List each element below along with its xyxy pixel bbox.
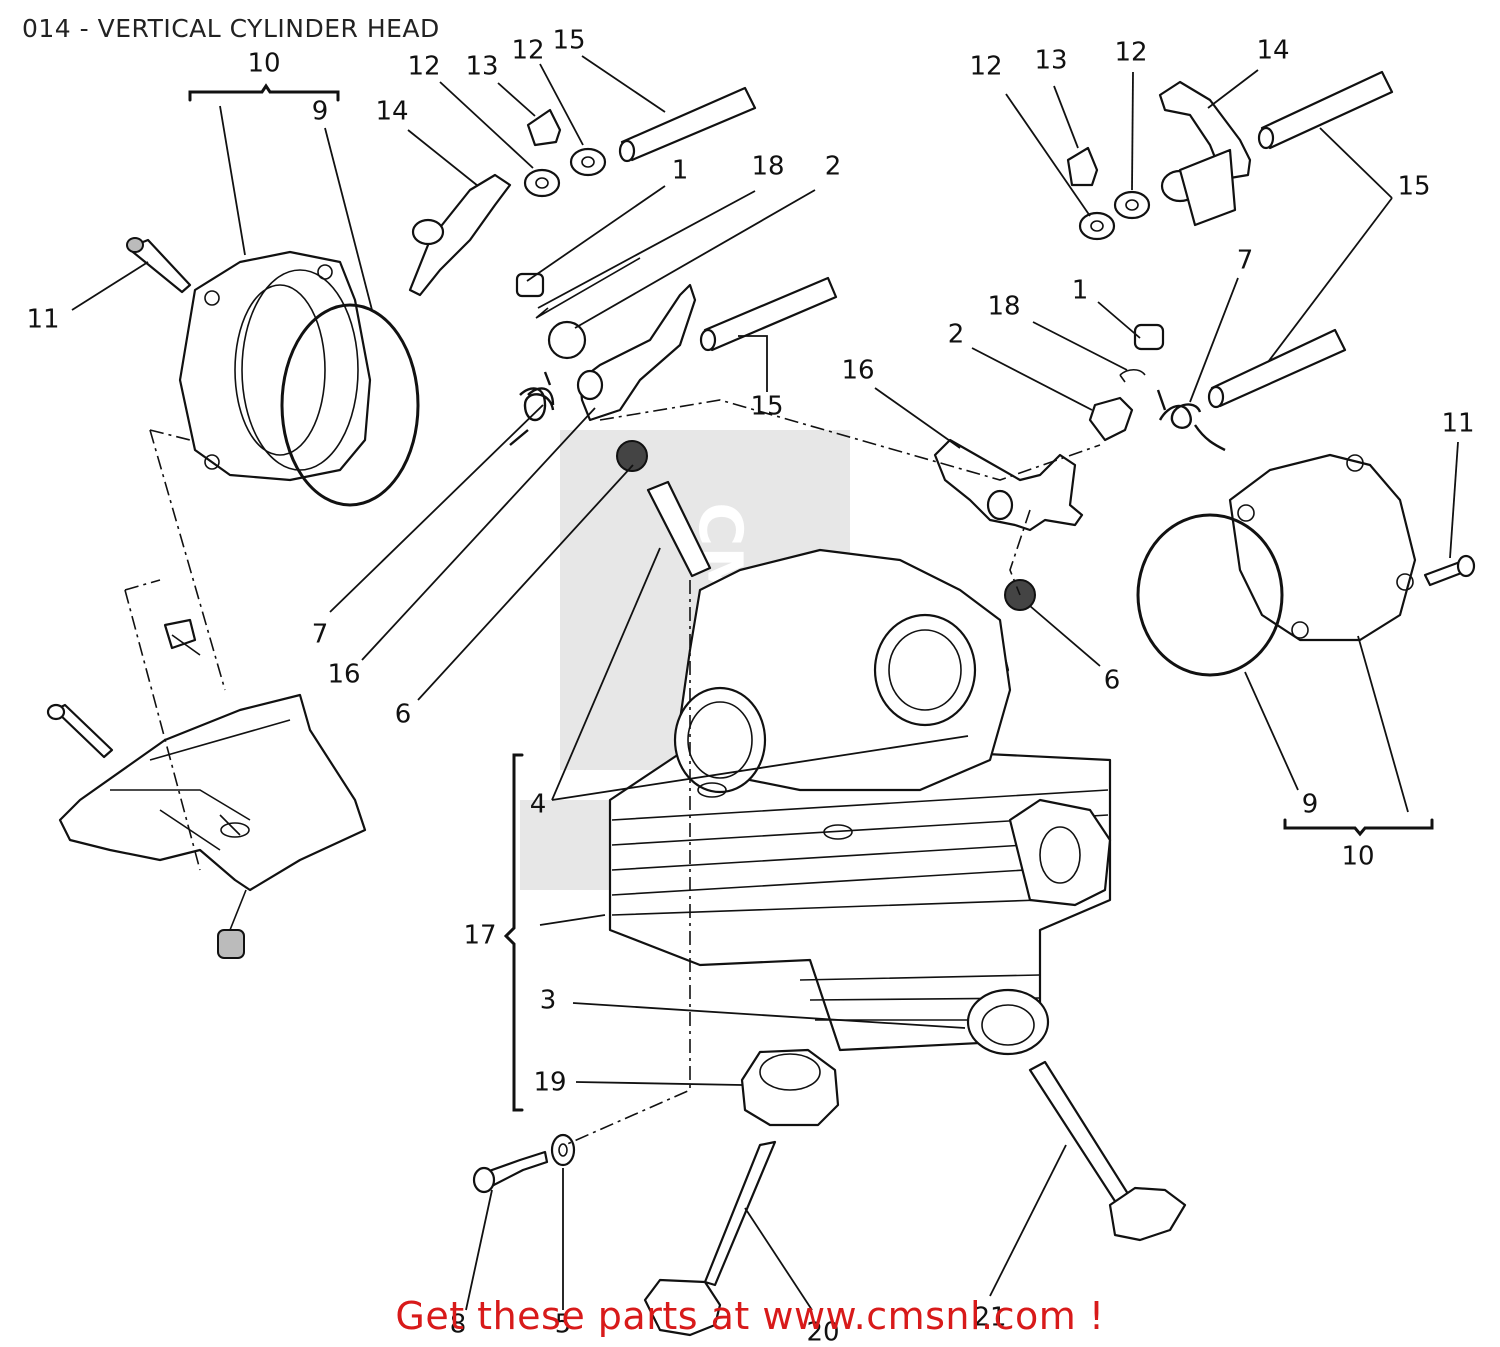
- callout-7-left: 7: [312, 620, 329, 650]
- return-spring-7-left[interactable]: [509, 371, 555, 446]
- half-ring-13-right[interactable]: [1066, 146, 1099, 187]
- rocker-shaft-15-right-top[interactable]: [1257, 70, 1394, 150]
- callout-6-right: 6: [1104, 666, 1121, 696]
- callout-15-left-top: 15: [552, 26, 585, 56]
- callout-1-left: 1: [672, 156, 689, 186]
- callout-10-right: 10: [1341, 842, 1374, 872]
- callout-18-left: 18: [751, 152, 784, 182]
- callout-14-right: 14: [1256, 36, 1289, 66]
- valve-20[interactable]: [643, 1140, 777, 1337]
- callout-5: 5: [555, 1310, 572, 1340]
- bolt-8[interactable]: [472, 1150, 549, 1194]
- callout-15-left-mid: 15: [750, 392, 783, 422]
- washer-5[interactable]: [550, 1133, 576, 1167]
- shim-12-right-a[interactable]: [1078, 211, 1116, 241]
- callout-labels: 10 9 11 14 12 13 12 15 1 18 2 15 7 16 6 …: [26, 26, 1474, 1347]
- valve-guide-left[interactable]: [646, 480, 712, 578]
- callout-19: 19: [533, 1068, 566, 1098]
- collar-2-right[interactable]: [1088, 396, 1134, 442]
- callout-21: 21: [973, 1303, 1006, 1333]
- rocker-shaft-15-left-mid[interactable]: [699, 276, 838, 352]
- assembly-lines: [124, 399, 1101, 1146]
- callout-9-left: 9: [312, 97, 329, 127]
- clip-18-left[interactable]: [535, 257, 641, 319]
- callout-16-left: 16: [327, 660, 360, 690]
- cover-10-right[interactable]: [1228, 453, 1417, 642]
- stud-left[interactable]: [163, 618, 201, 656]
- shim-12-left-b[interactable]: [569, 147, 607, 177]
- callout-12-left-b: 12: [511, 36, 544, 66]
- callout-16-right: 16: [841, 356, 874, 386]
- o-ring-right[interactable]: [1136, 513, 1284, 677]
- valve-seat-3[interactable]: [966, 988, 1050, 1056]
- rocker-arm-16-right[interactable]: [933, 438, 1084, 532]
- callout-4: 4: [530, 790, 547, 820]
- callout-12-left-a: 12: [407, 52, 440, 82]
- valve-seal-6-left[interactable]: [616, 440, 648, 472]
- rocker-shaft-15-left-top[interactable]: [618, 86, 757, 163]
- callout-13-left: 13: [465, 52, 498, 82]
- callout-7-right: 7: [1237, 246, 1254, 276]
- shim-12-right-b[interactable]: [1113, 190, 1151, 220]
- callout-18-right: 18: [987, 292, 1020, 322]
- rocker-arm-14-left[interactable]: [408, 173, 512, 297]
- callout-6-left: 6: [395, 700, 412, 730]
- callout-2-right: 2: [948, 320, 965, 350]
- heat-shield-bracket[interactable]: [58, 693, 367, 892]
- shim-12-left-a[interactable]: [523, 168, 561, 198]
- rubber-mount-left[interactable]: [217, 889, 247, 959]
- callout-2-left: 2: [825, 152, 842, 182]
- pin-1-right[interactable]: [1133, 323, 1165, 351]
- callout-14-left: 14: [375, 97, 408, 127]
- brace-10-left: [188, 83, 340, 102]
- callout-11-right: 11: [1441, 409, 1474, 439]
- callout-17: 17: [463, 921, 496, 951]
- page-title: 014 - VERTICAL CYLINDER HEAD: [22, 14, 440, 43]
- callout-20: 20: [806, 1318, 839, 1347]
- promo-banner-link[interactable]: Get these parts at www.cmsnl.com !: [395, 1294, 1105, 1338]
- half-ring-13-left[interactable]: [526, 108, 562, 147]
- leader-lines: [71, 55, 1459, 1311]
- rocker-shaft-15-right-mid[interactable]: [1207, 328, 1347, 409]
- valve-21[interactable]: [1028, 1060, 1187, 1242]
- callout-15-right: 15: [1397, 172, 1430, 202]
- rocker-arm-14-right[interactable]: [1158, 80, 1252, 227]
- pin-1-left[interactable]: [515, 272, 545, 298]
- bracket-bolt-left[interactable]: [46, 703, 114, 759]
- bolt-left[interactable]: [126, 237, 192, 294]
- callout-1-right: 1: [1072, 276, 1089, 306]
- callout-11-left: 11: [26, 305, 59, 335]
- brace-10-right: [1283, 818, 1434, 837]
- rocker-arm-16-left[interactable]: [576, 283, 697, 422]
- o-ring-left[interactable]: [280, 303, 420, 507]
- intake-flange-left[interactable]: [178, 250, 372, 482]
- return-spring-7-right[interactable]: [1156, 389, 1226, 452]
- brace-17: [503, 753, 524, 1112]
- collar-2-left[interactable]: [547, 320, 587, 360]
- callout-13-right: 13: [1034, 46, 1067, 76]
- callout-12-right-b: 12: [1114, 38, 1147, 68]
- clip-18-right[interactable]: [1119, 368, 1146, 383]
- callout-9-right: 9: [1302, 790, 1319, 820]
- callout-10-left: 10: [247, 49, 280, 79]
- cylinder-head-17[interactable]: [608, 548, 1112, 1052]
- valve-seat-19[interactable]: [740, 1048, 840, 1127]
- callout-12-right-a: 12: [969, 52, 1002, 82]
- callout-3: 3: [540, 986, 557, 1016]
- callout-8: 8: [450, 1310, 467, 1340]
- bolt-right[interactable]: [1423, 554, 1476, 587]
